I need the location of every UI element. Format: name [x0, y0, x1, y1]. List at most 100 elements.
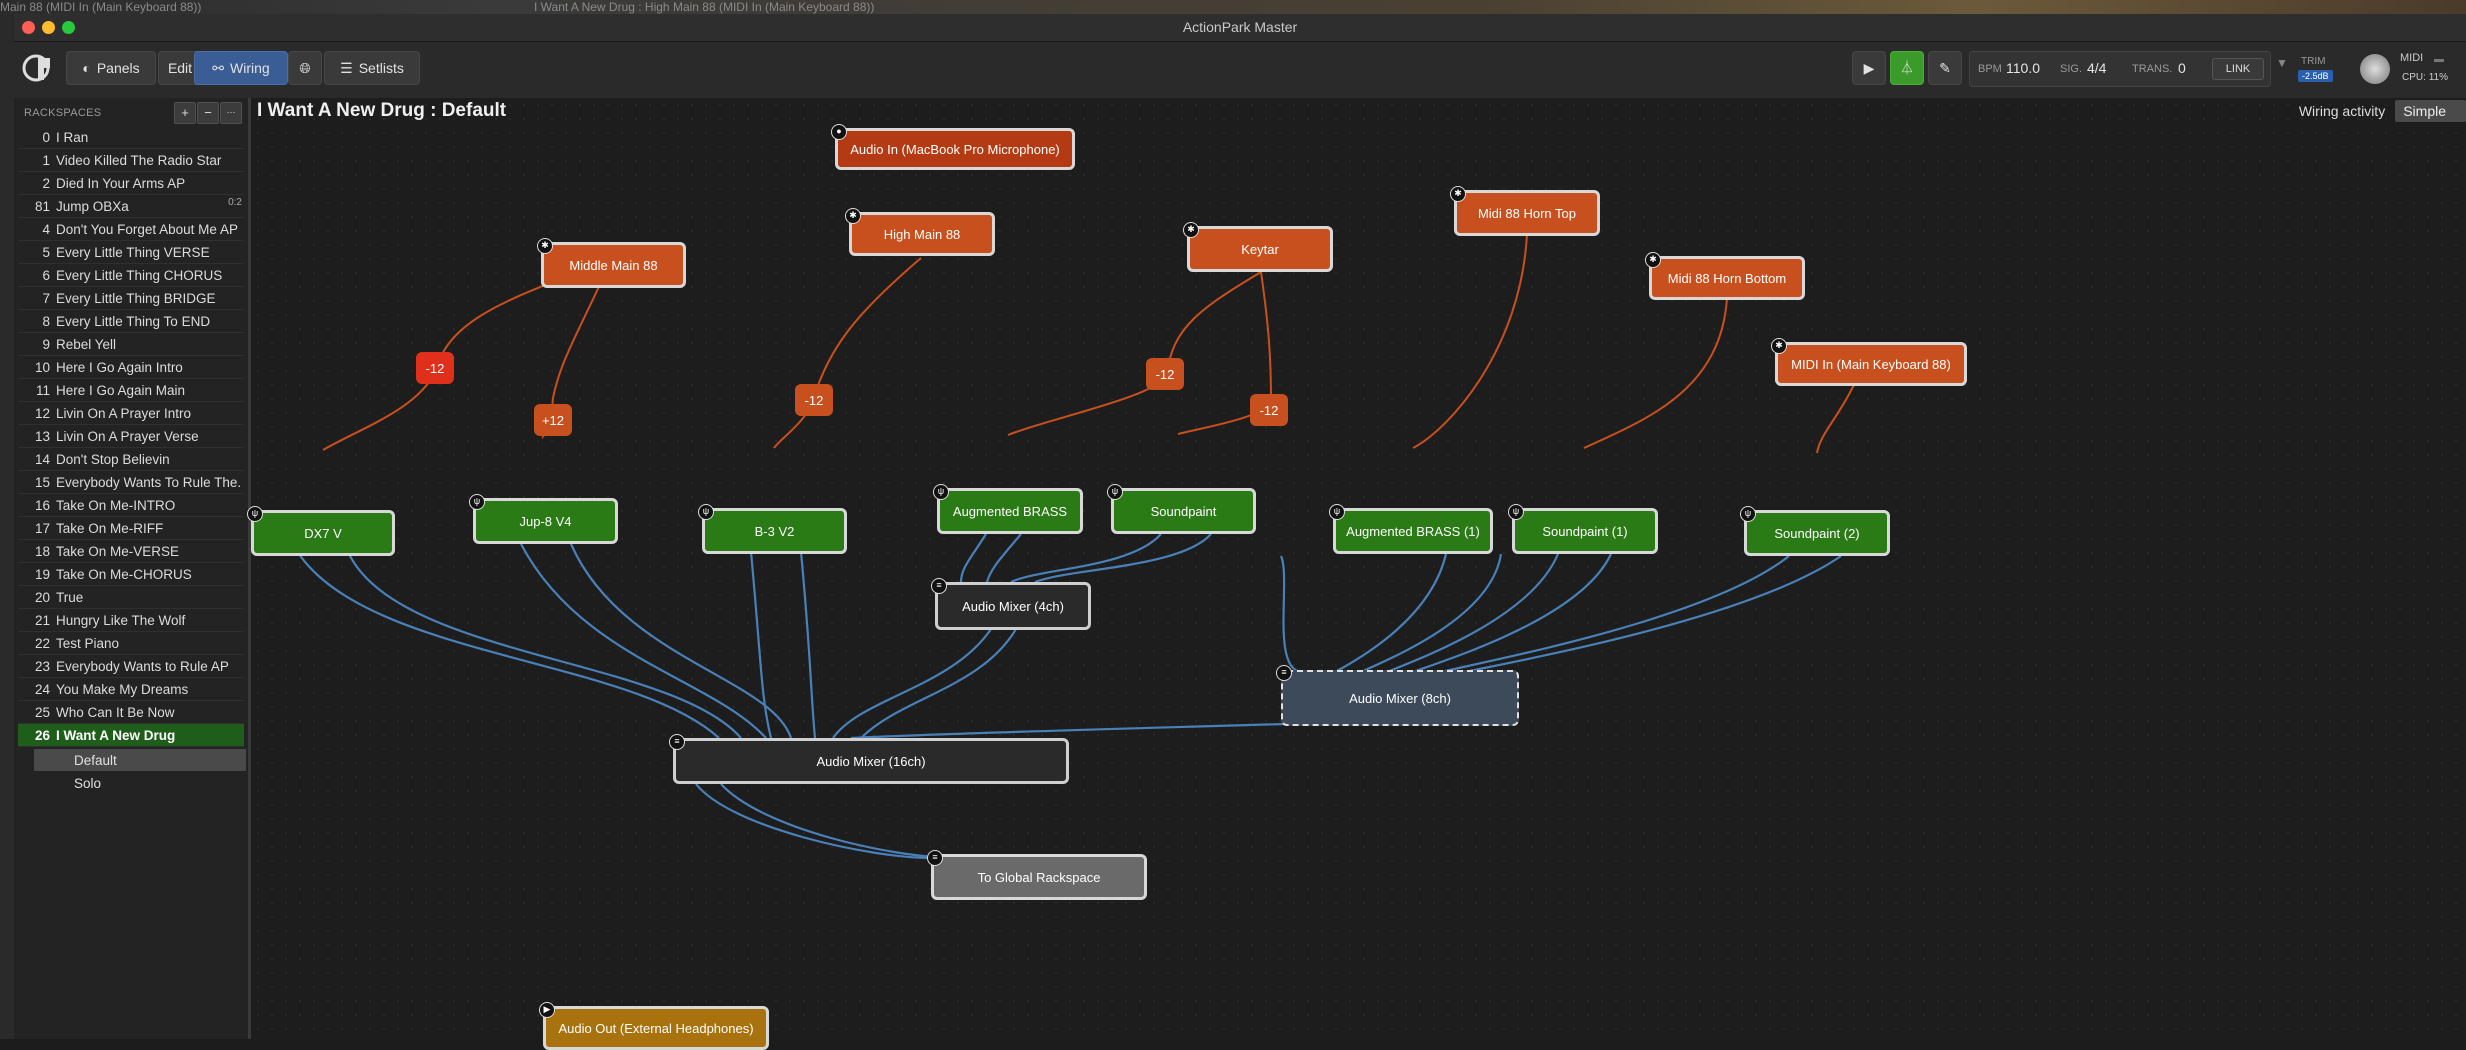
- audio-out-node[interactable]: ▶Audio Out (External Headphones): [539, 1002, 769, 1050]
- zoom-window-button[interactable]: [62, 21, 75, 34]
- node-label: Jup-8 V4: [519, 513, 572, 529]
- midi-in-high-main-node[interactable]: ✱High Main 88: [845, 208, 995, 256]
- audio-mixer-8ch-node[interactable]: ≡Audio Mixer (8ch): [1276, 665, 1519, 726]
- transpose-block[interactable]: -12: [416, 352, 454, 384]
- wiring-activity-select[interactable]: Simple: [2395, 100, 2466, 122]
- transport-panel: BPM 110.0 SIG. 4/4 TRANS. 0 LINK: [1969, 51, 2271, 87]
- wiring-button[interactable]: ⚯Wiring: [194, 51, 288, 85]
- wiring-canvas[interactable]: I Want A New Drug : Default Wiring activ…: [247, 98, 2466, 1050]
- tap-tempo-button[interactable]: ✎: [1928, 51, 1962, 85]
- plugin-icon: ψ: [469, 494, 485, 510]
- trim-knob[interactable]: [2360, 54, 2390, 84]
- setlists-button[interactable]: ☰Setlists: [324, 51, 420, 85]
- audio-wire: [1334, 553, 1448, 673]
- sig-value[interactable]: 4/4: [2087, 60, 2107, 76]
- midi-in-horn-bottom-node[interactable]: ✱Midi 88 Horn Bottom: [1645, 252, 1805, 300]
- globe-icon: 🌐︎: [299, 59, 311, 76]
- app-logo-icon[interactable]: [22, 52, 54, 84]
- variation-item[interactable]: Solo: [34, 772, 246, 794]
- trans-value[interactable]: 0: [2178, 60, 2186, 76]
- audio-in-node[interactable]: ●Audio In (MacBook Pro Microphone): [831, 124, 1075, 170]
- midi-in-middle-main-node[interactable]: ✱Middle Main 88: [537, 238, 686, 288]
- midi-in-keytar-node[interactable]: ✱Keytar: [1183, 222, 1333, 272]
- audio-mixer-16ch-node[interactable]: ≡Audio Mixer (16ch): [669, 734, 1069, 784]
- midi-port-icon: ✱: [845, 208, 861, 224]
- trim-label: TRIM: [2301, 56, 2326, 67]
- minimize-window-button[interactable]: [42, 21, 55, 34]
- cpu-value: 11%: [2428, 72, 2448, 83]
- audio-mixer-4ch-node[interactable]: ≡Audio Mixer (4ch): [931, 578, 1091, 630]
- node-label: Audio Out (External Headphones): [558, 1020, 754, 1036]
- audio-wire: [1386, 553, 1560, 674]
- globe-button[interactable]: 🌐︎: [288, 51, 322, 85]
- metronome-button[interactable]: ⏃: [1890, 51, 1924, 85]
- wiring-activity-label: Wiring activity: [2298, 103, 2386, 119]
- bpm-value[interactable]: 110.0: [2006, 60, 2040, 76]
- to-global-rackspace-node[interactable]: ≡To Global Rackspace: [927, 850, 1147, 900]
- rackspace-name: Take On Me-CHORUS: [56, 567, 192, 582]
- panels-button[interactable]: ◐Panels: [66, 51, 156, 85]
- rackspace-name: Take On Me-INTRO: [56, 498, 176, 513]
- transpose-block[interactable]: -12: [1250, 394, 1288, 426]
- play-button[interactable]: ▶: [1852, 51, 1886, 85]
- rackspace-tag: 0:2: [228, 197, 242, 208]
- close-window-button[interactable]: [22, 21, 35, 34]
- transpose-block[interactable]: -12: [1146, 358, 1184, 390]
- more-options-button[interactable]: ···: [220, 102, 242, 124]
- audio-wires: [298, 533, 1842, 860]
- midi-port-icon: ✱: [1771, 338, 1787, 354]
- transpose-block[interactable]: +12: [534, 404, 572, 436]
- variation-name: Default: [74, 753, 117, 768]
- midi-in-main-keyboard-node[interactable]: ✱MIDI In (Main Keyboard 88): [1771, 338, 1967, 386]
- audio-wire: [1412, 553, 1612, 674]
- link-button[interactable]: LINK: [2212, 58, 2264, 80]
- transpose-block[interactable]: -12: [795, 384, 833, 416]
- plugin-icon: ψ: [698, 504, 714, 520]
- cpu-label: CPU:: [2402, 72, 2426, 83]
- remove-rackspace-button[interactable]: −: [197, 102, 219, 124]
- midi-in-horn-top-node[interactable]: ✱Midi 88 Horn Top: [1450, 186, 1600, 236]
- rackspace-name: Take On Me-VERSE: [56, 544, 180, 559]
- transport-dropdown-icon[interactable]: ▼: [2276, 56, 2288, 70]
- rackspace-number: 13: [34, 429, 50, 444]
- midi-port-icon: ✱: [537, 238, 553, 254]
- variation-item[interactable]: Default: [34, 749, 246, 771]
- wiring-icon: ⚯: [212, 59, 225, 76]
- add-rackspace-button[interactable]: +: [174, 102, 196, 124]
